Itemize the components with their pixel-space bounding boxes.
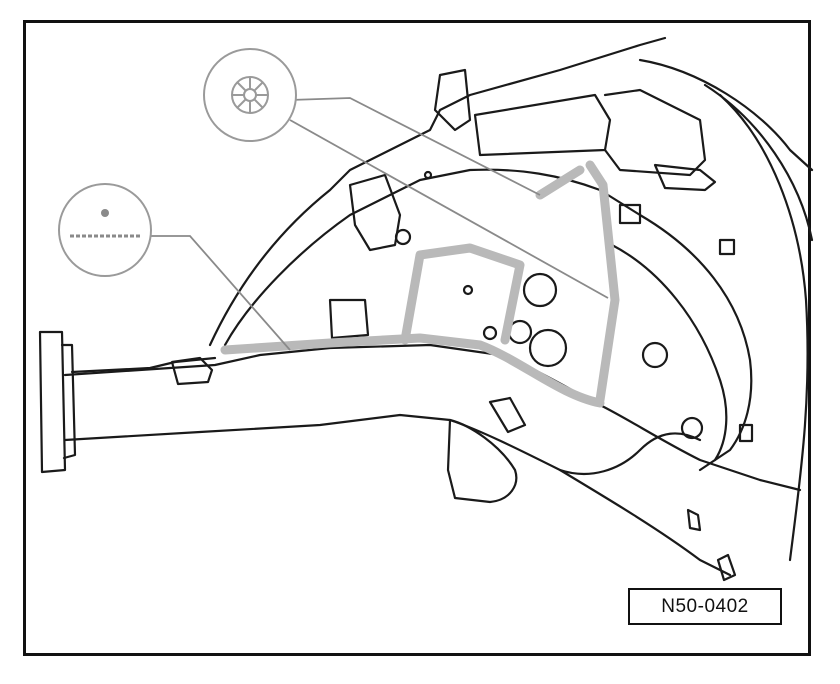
callout-leader-diag: [289, 119, 609, 299]
panel-tab: [348, 173, 402, 252]
outer-body-outline: [208, 36, 814, 347]
floor-rail-top: [63, 343, 602, 407]
rail-end-bracket: [60, 343, 77, 460]
callout-leader-upper: [289, 97, 541, 196]
star-nut-icon: [231, 76, 269, 114]
seam-highlight-vertical: [400, 243, 525, 345]
rear-body-curve: [703, 83, 814, 562]
callout-leader-lower: [150, 235, 291, 351]
seam-highlight-upright: [585, 160, 620, 405]
figure-reference-code: N50-0402: [628, 588, 782, 625]
rail-upper-lip: [70, 356, 217, 374]
right-bracket-detail: [653, 163, 717, 192]
panel-pocket: [328, 298, 370, 340]
seam-highlight-top: [535, 165, 585, 200]
wheelhouse-arch: [610, 243, 728, 462]
rail-mount: [170, 356, 214, 386]
bottom-tab-2: [686, 508, 702, 532]
lower-panel-edge: [598, 403, 802, 492]
lower-crossmember: [446, 418, 518, 504]
dotted-seam-icon: [70, 209, 140, 238]
bottom-tab: [716, 553, 737, 582]
callout-star-nut: [203, 48, 297, 142]
rail-end-plate: [38, 330, 67, 474]
lower-arch-edge: [558, 432, 702, 475]
callout-seam: [58, 183, 152, 277]
right-bracket: [603, 88, 707, 177]
top-bracket: [473, 93, 612, 157]
spring-seat: [488, 396, 527, 434]
seam-highlight-lower: [220, 333, 605, 408]
floor-rail-bottom: [63, 413, 732, 577]
top-bracket-flange: [433, 68, 472, 132]
